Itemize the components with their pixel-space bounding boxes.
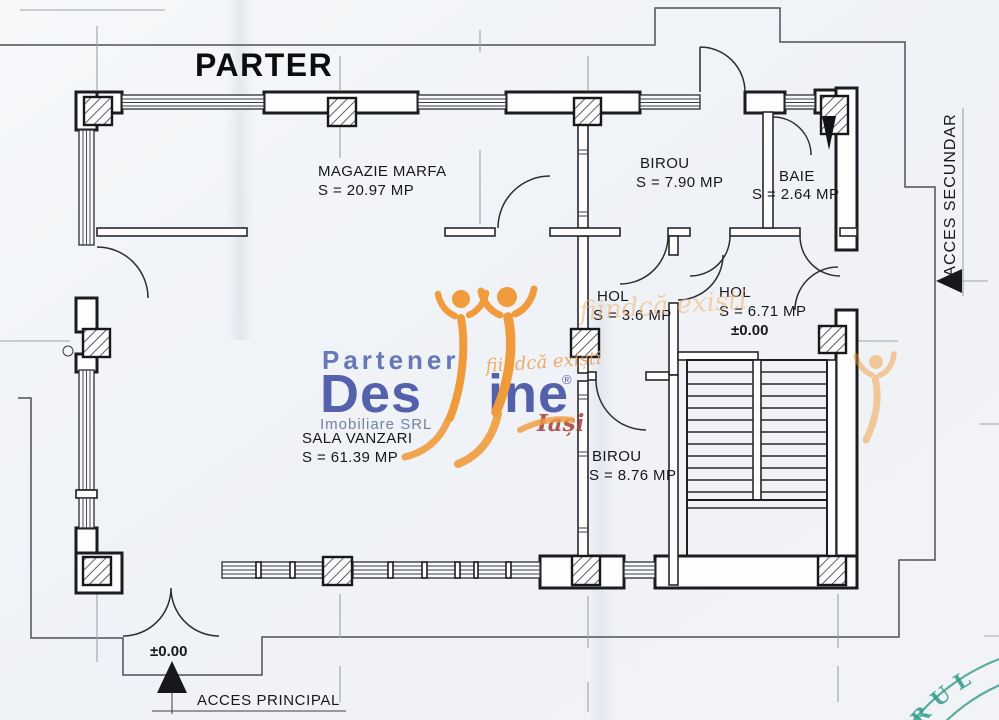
acces-secundar-arrow-icon xyxy=(936,269,962,293)
room-label-hol-mic-area: S = 3.6 MP xyxy=(593,307,672,324)
room-label-hol-mic-name: HOL xyxy=(597,288,629,305)
room-label-birou-top-name: BIROU xyxy=(640,155,690,172)
acces-secundar-label: ACCES SECUNDAR xyxy=(942,113,959,276)
watermark-figure-faint-icon xyxy=(853,351,897,444)
secondary-door-leaf xyxy=(822,116,836,150)
room-label-baie-area: S = 2.64 MP xyxy=(752,186,839,203)
watermark-partner-label: Partener xyxy=(322,345,460,375)
room-label-hol-mare-level: ±0.00 xyxy=(731,322,768,339)
watermark-brand-left: Des xyxy=(320,364,422,424)
room-label-sala-area: S = 61.39 MP xyxy=(302,449,398,466)
door-swings xyxy=(62,46,841,637)
drain-symbol xyxy=(62,345,74,357)
room-label-birou-top-area: S = 7.90 MP xyxy=(636,174,723,191)
entrance-level-label: ±0.00 xyxy=(150,643,187,660)
room-label-hol-mare-name: HOL xyxy=(719,284,751,301)
acces-principal-arrow-icon xyxy=(157,661,187,693)
exterior-contour xyxy=(0,7,936,676)
watermark-figure-icon xyxy=(401,285,575,468)
staircase xyxy=(686,359,828,557)
window-bands xyxy=(75,94,816,579)
watermark-registered-icon: ® xyxy=(562,372,572,387)
room-label-magazie-name: MAGAZIE MARFA xyxy=(318,163,447,180)
columns xyxy=(81,94,850,587)
page-title: PARTER xyxy=(195,47,333,83)
room-label-sala-name: SALA VANZARI xyxy=(302,430,412,447)
acces-principal-label: ACCES PRINCIPAL xyxy=(197,692,340,709)
room-labels: MAGAZIE MARFA S = 20.97 MP BIROU S = 7.9… xyxy=(302,155,839,484)
access-annotations: ±0.00 ACCES PRINCIPAL ACCES SECUNDAR xyxy=(150,108,988,714)
room-label-birou-jos-area: S = 8.76 MP xyxy=(589,467,676,484)
room-label-baie-name: BAIE xyxy=(779,168,815,185)
room-label-magazie-area: S = 20.97 MP xyxy=(318,182,414,199)
interior-walls xyxy=(96,111,858,586)
watermark-company-type: Imobiliare SRL xyxy=(320,416,432,433)
room-label-hol-mare-area: S = 6.71 MP xyxy=(719,303,806,320)
axis-lines xyxy=(0,9,999,712)
room-label-birou-jos-name: BIROU xyxy=(592,448,642,465)
